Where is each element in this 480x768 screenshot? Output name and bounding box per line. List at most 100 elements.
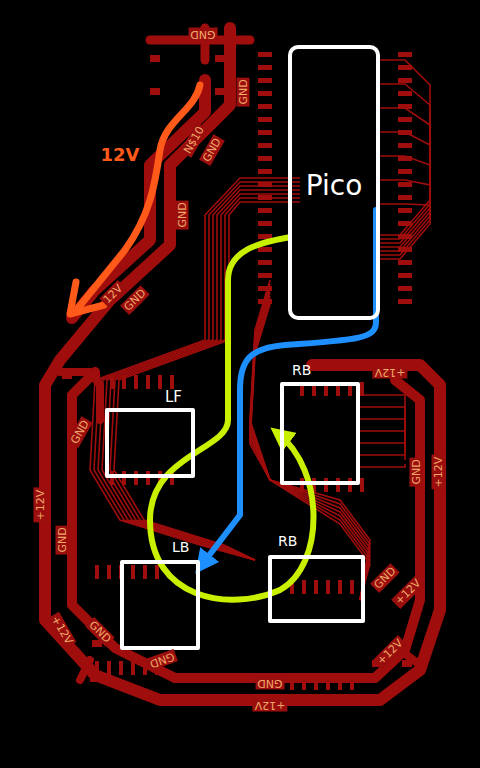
pico-pad [258, 273, 272, 278]
pico-pad [258, 65, 272, 70]
signal-trace [380, 180, 430, 255]
driver-pad [336, 478, 340, 492]
pico-pad [258, 195, 272, 200]
driver-pad [314, 580, 318, 594]
driver-pad [326, 676, 330, 690]
pico-pad [398, 104, 412, 109]
driver-pad [158, 375, 162, 389]
smd-pad [62, 372, 72, 379]
smd-pad [215, 88, 225, 95]
driver-pad [314, 676, 318, 690]
net-label: GND [188, 28, 217, 41]
net-label: GND [255, 677, 284, 690]
pico-pad [398, 65, 412, 70]
pico-pad [398, 182, 412, 187]
net-label: +12V [432, 455, 445, 490]
pico-outline: Pico [288, 45, 380, 320]
signal-trace [90, 178, 300, 560]
pico-pad [398, 195, 412, 200]
pico-pad [398, 117, 412, 122]
smd-pad [150, 55, 160, 62]
power-trace [80, 660, 90, 680]
driver-pad [95, 661, 99, 675]
pico-pad [398, 234, 412, 239]
smd-pad [90, 675, 100, 682]
motor-driver-outline: LB [120, 560, 200, 650]
pico-pad [258, 52, 272, 57]
pico-pad [258, 208, 272, 213]
pico-pad [398, 78, 412, 83]
net-label: GND [237, 77, 250, 106]
driver-pad [326, 580, 330, 594]
motor-driver-outline: LF [105, 408, 195, 478]
pico-pad [258, 117, 272, 122]
signal-trace [360, 431, 405, 452]
driver-pad [302, 580, 306, 594]
driver-pad [134, 375, 138, 389]
motor-driver-outline: RB [280, 382, 360, 485]
pico-pad [398, 299, 412, 304]
pico-pad [258, 260, 272, 265]
smd-pad [402, 660, 412, 667]
driver-pad [300, 478, 304, 492]
driver-pad [107, 565, 111, 579]
net-label: GND [56, 525, 69, 554]
driver-pad [302, 676, 306, 690]
net-label: +12V [34, 488, 47, 523]
pico-pad [258, 299, 272, 304]
smd-pad [215, 55, 225, 62]
power-arrow [78, 85, 200, 308]
driver-pad [360, 478, 364, 492]
pico-pad [258, 286, 272, 291]
driver-pad [146, 375, 150, 389]
signal-trace [380, 108, 430, 243]
motor-driver-outline: RB [268, 555, 365, 623]
power-trace [45, 28, 440, 700]
pico-pad [398, 273, 412, 278]
driver-pad [324, 478, 328, 492]
pico-pad [258, 130, 272, 135]
driver-pad [170, 375, 174, 389]
net-label: +12V [373, 366, 408, 379]
board-name: Pico [306, 169, 363, 202]
pico-pad [398, 130, 412, 135]
driver-pad [122, 471, 126, 485]
signal-trace [360, 464, 405, 467]
pico-pad [398, 221, 412, 226]
driver-name: LB [172, 539, 189, 555]
signal-trace [360, 455, 405, 460]
smd-pad [150, 88, 160, 95]
pico-pad [398, 91, 412, 96]
driver-pad [143, 565, 147, 579]
signal-trace [110, 198, 300, 560]
driver-pad [290, 676, 294, 690]
pico-pad [398, 156, 412, 161]
driver-pad [110, 471, 114, 485]
pico-pad [398, 208, 412, 213]
driver-pad [350, 580, 354, 594]
driver-name: RB [292, 362, 311, 378]
pico-pad [398, 52, 412, 57]
pico-pad [258, 169, 272, 174]
signal-trace [106, 194, 300, 560]
driver-pad [119, 661, 123, 675]
driver-pad [143, 661, 147, 675]
pico-pad [258, 78, 272, 83]
pico-pad [398, 169, 412, 174]
pico-pad [258, 156, 272, 161]
driver-pad [95, 565, 99, 579]
signal-trace [360, 443, 405, 456]
driver-pad [134, 471, 138, 485]
driver-pad [338, 676, 342, 690]
driver-pad [107, 661, 111, 675]
driver-pad [360, 382, 364, 396]
annotation-text: 12V [99, 145, 142, 165]
driver-pad [350, 676, 354, 690]
driver-pad [155, 565, 159, 579]
driver-name: LF [165, 388, 182, 406]
pico-pad [258, 91, 272, 96]
driver-pad [348, 478, 352, 492]
driver-pad [338, 580, 342, 594]
